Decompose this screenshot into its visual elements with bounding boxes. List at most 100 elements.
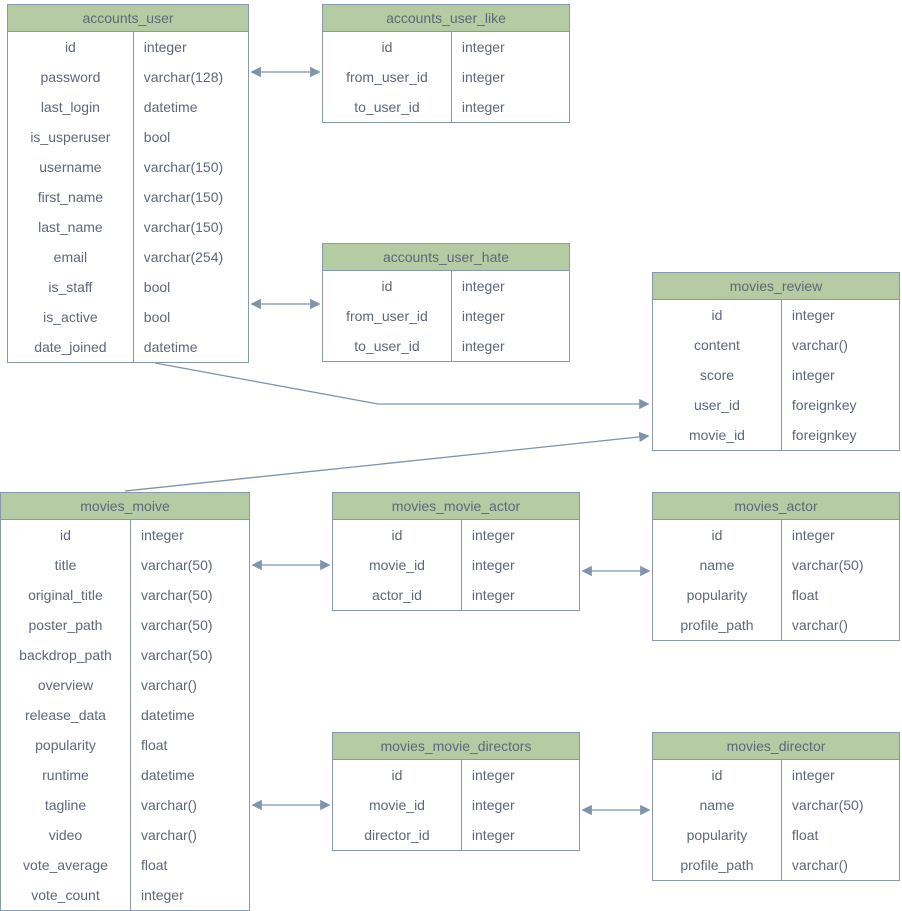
field-type: float xyxy=(129,730,249,760)
field-type: integer xyxy=(132,32,248,62)
table-title: movies_moive xyxy=(1,493,249,520)
table-title: accounts_user_like xyxy=(323,5,569,32)
field-name: movie_id xyxy=(368,797,425,813)
field-name: first_name xyxy=(37,189,104,205)
field-type: float xyxy=(129,850,249,880)
field-name: id xyxy=(381,39,393,55)
field-type: integer xyxy=(460,520,579,550)
field-type: integer xyxy=(450,32,569,62)
field-name: id xyxy=(391,527,403,543)
field-name: from_user_id xyxy=(346,308,428,324)
field-type: integer xyxy=(460,790,579,820)
field-type: integer xyxy=(129,880,249,910)
table-title: movies_director xyxy=(653,733,899,760)
field-type: foreignkey xyxy=(780,420,899,450)
field-name: vote_count xyxy=(31,887,100,903)
table-row: id integer xyxy=(323,271,569,301)
field-type: integer xyxy=(450,331,569,361)
table-row: movie_id integer xyxy=(333,790,579,820)
table-title: movies_movie_directors xyxy=(333,733,579,760)
field-name: director_id xyxy=(364,827,430,843)
field-type: integer xyxy=(450,301,569,331)
field-type: varchar() xyxy=(780,850,899,880)
field-name: popularity xyxy=(686,827,748,843)
field-type: varchar(50) xyxy=(129,550,249,580)
table-row: profile_path varchar() xyxy=(653,850,899,880)
field-type: integer xyxy=(450,62,569,92)
table-title: movies_review xyxy=(653,273,899,300)
connector-movies_moive--movies_review-movie_id xyxy=(124,431,650,492)
field-name: video xyxy=(48,827,83,843)
field-type: varchar(254) xyxy=(132,242,248,272)
field-type: integer xyxy=(450,271,569,301)
field-type: varchar() xyxy=(129,790,249,820)
field-name: score xyxy=(699,367,735,383)
field-name: content xyxy=(693,337,740,353)
field-name: is_active xyxy=(43,309,98,325)
field-name: profile_path xyxy=(680,857,754,873)
table-row: score integer xyxy=(653,360,899,390)
field-type: varchar() xyxy=(780,330,899,360)
field-type: float xyxy=(780,820,899,850)
field-name: id xyxy=(711,767,723,783)
field-type: integer xyxy=(460,550,579,580)
field-name: title xyxy=(54,557,77,573)
field-name: id xyxy=(381,278,393,294)
connector-accounts_user--movies_review-user_id xyxy=(154,362,650,410)
field-type: bool xyxy=(132,272,248,302)
field-name: backdrop_path xyxy=(19,647,112,663)
field-name: user_id xyxy=(693,397,740,413)
field-type: varchar(50) xyxy=(780,550,899,580)
field-type: varchar() xyxy=(129,820,249,850)
table-row: vote_count integer xyxy=(1,880,249,910)
field-name: runtime xyxy=(42,767,89,783)
table-row: id integer xyxy=(653,300,899,330)
field-type: varchar() xyxy=(780,610,899,640)
field-name: email xyxy=(53,249,88,265)
table-row: id integer xyxy=(333,520,579,550)
field-name: is_usperuser xyxy=(30,129,111,145)
table-row: video varchar() xyxy=(1,820,249,850)
field-type: integer xyxy=(780,520,899,550)
field-type: bool xyxy=(132,302,248,332)
field-name: release_data xyxy=(25,707,106,723)
field-type: integer xyxy=(780,300,899,330)
table-title: movies_actor xyxy=(653,493,899,520)
field-type: integer xyxy=(780,360,899,390)
table-body: id integer content varchar() score integer use… xyxy=(653,300,899,450)
field-name: id xyxy=(711,307,723,323)
table-row: id integer xyxy=(323,32,569,62)
field-type: varchar(150) xyxy=(132,182,248,212)
field-name: id xyxy=(60,527,71,543)
